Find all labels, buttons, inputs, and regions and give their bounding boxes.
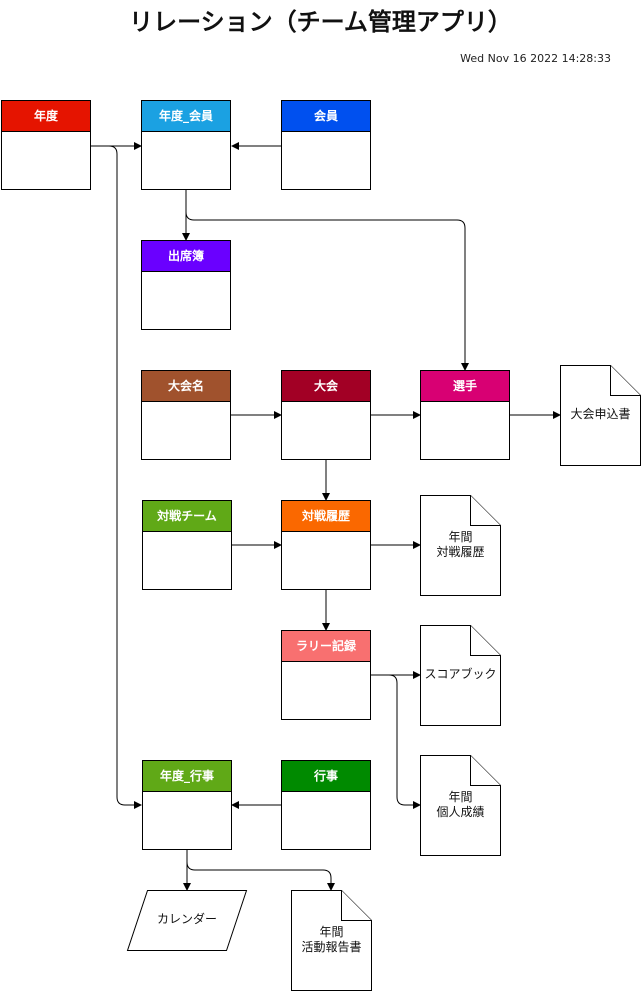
entity-shussekibo-header: 出席簿 xyxy=(142,241,230,272)
diagram-title: リレーション（チーム管理アプリ） xyxy=(129,8,512,36)
doc-fold-nenkan-katsudo xyxy=(341,890,372,921)
entity-gyoji[interactable]: 行事 xyxy=(281,760,371,850)
entity-kaiin[interactable]: 会員 xyxy=(281,100,371,190)
doc-taikai-moushikomi[interactable]: 大会申込書 xyxy=(570,407,631,421)
edge-nendo-nendo-gyoji xyxy=(91,145,142,809)
entity-taisen-team[interactable]: 対戦チーム xyxy=(142,500,232,590)
calendar-label[interactable]: カレンダー xyxy=(156,912,217,926)
entity-senshu[interactable]: 選手 xyxy=(420,370,510,460)
doc-fold-taikai-moushikomi xyxy=(610,365,641,396)
entity-nendo[interactable]: 年度 xyxy=(1,100,91,190)
doc-score-book[interactable]: スコアブック xyxy=(424,667,497,681)
entity-nendo-kaiin-header: 年度_会員 xyxy=(142,101,230,132)
entity-taikaimei-header: 大会名 xyxy=(142,371,230,402)
entity-kaiin-header: 会員 xyxy=(282,101,370,132)
doc-nenkan-taisen[interactable]: 年間 対戦履歴 xyxy=(436,530,485,559)
entity-rally-kiroku-header: ラリー記録 xyxy=(282,631,370,662)
entity-taisen-rireki[interactable]: 対戦履歴 xyxy=(281,500,371,590)
entity-taisen-rireki-header: 対戦履歴 xyxy=(282,501,370,532)
entity-taisen-team-header: 対戦チーム xyxy=(143,501,231,532)
entity-senshu-header: 選手 xyxy=(421,371,509,402)
edge-rally-kojin xyxy=(371,674,421,809)
calendar-shape xyxy=(126,890,248,951)
entity-taikaimei[interactable]: 大会名 xyxy=(141,370,231,460)
entity-gyoji-header: 行事 xyxy=(282,761,370,792)
doc-fold-score-book xyxy=(470,625,501,656)
doc-nenkan-kojin[interactable]: 年間 個人成績 xyxy=(436,790,485,819)
doc-fold-nenkan-kojin xyxy=(470,755,501,786)
timestamp: Wed Nov 16 2022 14:28:33 xyxy=(460,52,611,65)
doc-nenkan-katsudo[interactable]: 年間 活動報告書 xyxy=(301,925,362,954)
entity-nendo-gyoji[interactable]: 年度_行事 xyxy=(142,760,232,850)
entity-rally-kiroku[interactable]: ラリー記録 xyxy=(281,630,371,720)
entity-nendo-gyoji-header: 年度_行事 xyxy=(143,761,231,792)
entity-taikai[interactable]: 大会 xyxy=(281,370,371,460)
entity-nendo-header: 年度 xyxy=(2,101,90,132)
edge-nendo-kaiin-senshu xyxy=(185,190,469,371)
edge-nendo-gyoji-katsudo xyxy=(186,850,335,891)
entity-shussekibo[interactable]: 出席簿 xyxy=(141,240,231,330)
entity-taikai-header: 大会 xyxy=(282,371,370,402)
entity-nendo-kaiin[interactable]: 年度_会員 xyxy=(141,100,231,190)
doc-fold-nenkan-taisen xyxy=(470,495,501,526)
